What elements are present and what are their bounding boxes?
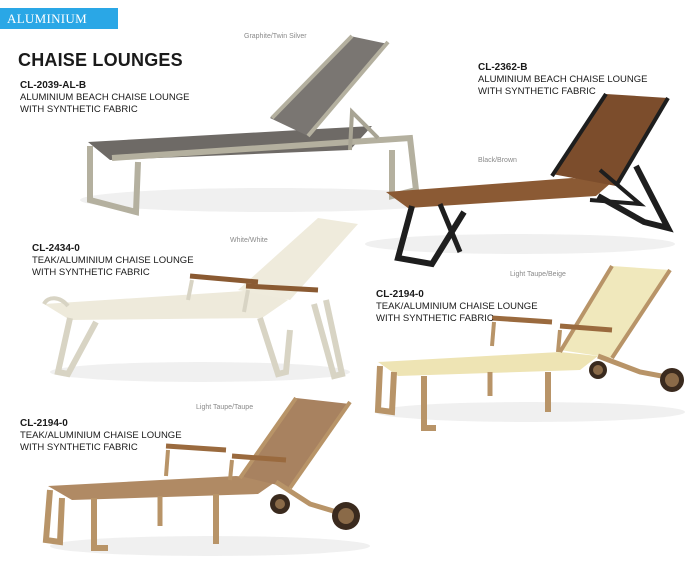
product-label: CL-2362-B ALUMINIUM BEACH CHAISE LOUNGE … (478, 62, 647, 98)
product-description: WITH SYNTHETIC FABRIC (20, 442, 138, 453)
product-code: CL-2194-0 (20, 418, 68, 429)
lounge-taupe-beige (374, 264, 685, 431)
product-code: CL-2362-B (478, 62, 528, 73)
product-description: WITH SYNTHETIC FABRIC (20, 104, 138, 115)
lounge-black-brown (365, 92, 675, 268)
product-label: CL-2434-0 TEAK/ALUMINIUM CHAISE LOUNGE W… (32, 243, 194, 279)
finish-label: Graphite/Twin Silver (244, 33, 307, 40)
product-label: CL-2039-AL-B ALUMINIUM BEACH CHAISE LOUN… (20, 80, 189, 116)
finish-label: Black/Brown (478, 157, 517, 164)
lounge-white-white (42, 218, 358, 382)
product-code: CL-2434-0 (32, 243, 80, 254)
lounge-graphite-silver (80, 34, 460, 216)
product-description: ALUMINIUM BEACH CHAISE LOUNGE (478, 74, 648, 85)
finish-label: White/White (230, 237, 268, 244)
finish-label: Light Taupe/Taupe (196, 404, 254, 411)
product-description: TEAK/ALUMINIUM CHAISE LOUNGE (32, 255, 194, 266)
product-label: CL-2194-0 TEAK/ALUMINIUM CHAISE LOUNGE W… (376, 289, 538, 325)
product-description: WITH SYNTHETIC FABRIC (32, 267, 150, 278)
page-title: CHAISE LOUNGES (18, 50, 183, 70)
lounge-taupe-taupe (42, 396, 370, 556)
product-code: CL-2039-AL-B (20, 80, 87, 91)
product-description: TEAK/ALUMINIUM CHAISE LOUNGE (376, 301, 538, 312)
finish-label: Light Taupe/Beige (510, 271, 566, 278)
product-description: WITH SYNTHETIC FABRIC (478, 86, 596, 97)
product-description: TEAK/ALUMINIUM CHAISE LOUNGE (20, 430, 182, 441)
product-description: ALUMINIUM BEACH CHAISE LOUNGE (20, 92, 190, 103)
product-code: CL-2194-0 (376, 289, 424, 300)
category-tag: ALUMINIUM (0, 8, 118, 29)
product-description: WITH SYNTHETIC FABRIC (376, 313, 494, 324)
product-label: CL-2194-0 TEAK/ALUMINIUM CHAISE LOUNGE W… (20, 418, 182, 454)
